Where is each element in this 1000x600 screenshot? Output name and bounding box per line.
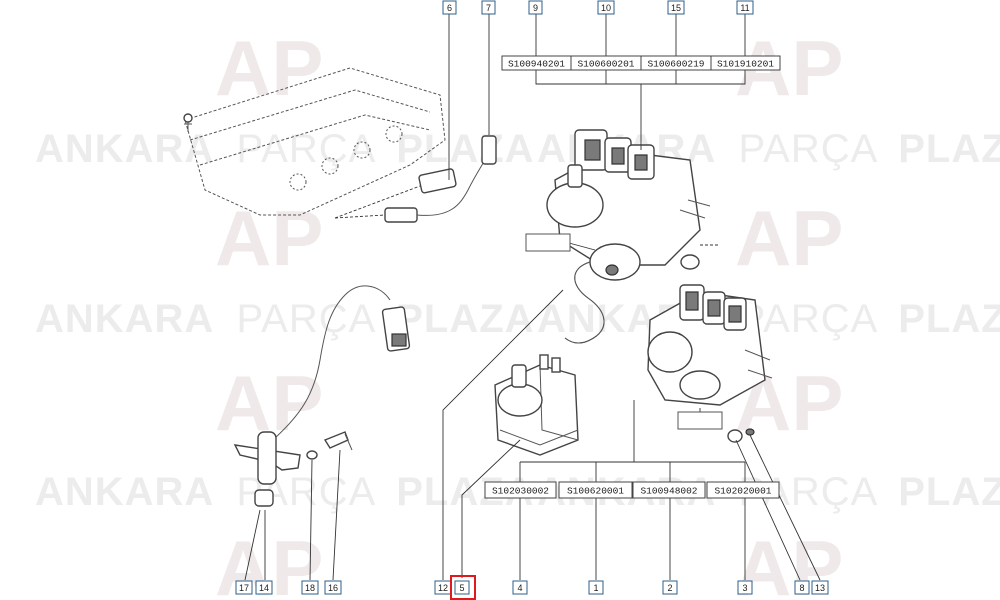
part-code-top-3[interactable]: S100600219 [640, 55, 712, 71]
callout-number: 10 [601, 3, 611, 13]
callout-number: 6 [447, 3, 452, 13]
callout-number: 18 [305, 583, 315, 593]
callout-4[interactable]: 4 [512, 580, 528, 595]
ignition-module-right-drawing [647, 284, 821, 581]
callout-number: 8 [799, 583, 804, 593]
watermark-word: PARÇA [738, 297, 877, 341]
top-part-codes: S100940201 S100600201 S100600219 S101910… [501, 55, 781, 71]
callout-10[interactable]: 10 [597, 0, 615, 15]
callout-2[interactable]: 2 [662, 580, 678, 595]
bottom-part-codes: S102030002 S100620001 S100948002 S102020… [484, 481, 780, 499]
part-code-text: S100600201 [577, 59, 634, 70]
part-code-text: S100620001 [567, 486, 624, 497]
watermark-word: ANKARA [35, 297, 214, 341]
top-callouts: 6 7 9 10 15 11 [442, 0, 754, 15]
svg-text:ANKARA PARÇA PLAZA: ANKARA PARÇA PLAZA [35, 297, 535, 341]
watermark-word: PLAZA [396, 297, 534, 341]
callout-number: 14 [259, 583, 269, 593]
leader-lines [442, 14, 746, 580]
callout-15[interactable]: 15 [667, 0, 685, 15]
watermark-word: PLAZA [898, 470, 1000, 514]
svg-text:ANKARA PARÇA PLAZA: ANKARA PARÇA PLAZA [537, 127, 1000, 171]
callout-number: 7 [486, 3, 491, 13]
part-code-top-2[interactable]: S100600201 [570, 55, 642, 71]
highlight-box [450, 575, 476, 600]
callout-number: 9 [533, 3, 538, 13]
ignition-module-top-drawing [546, 129, 718, 344]
svg-text:ANKARA PARÇA PLAZA: ANKARA PARÇA PLAZA [537, 297, 1000, 341]
part-code-top-4[interactable]: S101910201 [710, 55, 781, 71]
engine-block-drawing [183, 67, 497, 223]
callout-number: 11 [740, 3, 749, 13]
callout-7[interactable]: 7 [481, 0, 496, 15]
callout-9[interactable]: 9 [528, 0, 543, 15]
callout-number: 17 [239, 583, 249, 593]
part-code-text: S100600219 [647, 59, 704, 70]
watermark-logo-text: AP [215, 194, 323, 282]
watermark-word: PLAZA [396, 127, 534, 171]
blank-label [525, 233, 571, 252]
part-code-bottom-2[interactable]: S100620001 [558, 481, 633, 499]
part-code-text: S100948002 [640, 486, 697, 497]
callout-17[interactable]: 17 [235, 580, 253, 595]
watermark-word: PLAZA [898, 127, 1000, 171]
part-code-text: S102020001 [714, 486, 771, 497]
part-code-bottom-4[interactable]: S102020001 [706, 481, 780, 499]
watermark-word: PARÇA [236, 127, 375, 171]
part-code-text: S101910201 [717, 59, 774, 70]
watermark-word: ANKARA [35, 470, 214, 514]
part-code-text: S100940201 [508, 59, 565, 70]
callout-8[interactable]: 8 [794, 580, 810, 595]
svg-text:ANKARA PARÇA PLAZA: ANKARA PARÇA PLAZA [35, 470, 535, 514]
callout-18[interactable]: 18 [301, 580, 319, 595]
watermark-layer: AP AP AP AP AP AP AP AP ANKARA PARÇA PLA… [35, 24, 1000, 600]
callout-number: 13 [815, 583, 825, 593]
callout-3[interactable]: 3 [737, 580, 753, 595]
callout-number: 4 [517, 583, 522, 593]
callout-14[interactable]: 14 [255, 580, 273, 595]
callout-1[interactable]: 1 [588, 580, 604, 595]
callout-number: 12 [438, 583, 448, 593]
watermark-logo-text: AP [735, 194, 843, 282]
bottom-callouts: 17 14 18 16 12 5 4 1 [235, 575, 829, 600]
callout-number: 3 [742, 583, 747, 593]
callout-6[interactable]: 6 [442, 0, 457, 15]
part-code-bottom-3[interactable]: S100948002 [632, 481, 706, 499]
watermark-logo-text: AP [215, 24, 323, 112]
svg-text:ANKARA PARÇA PLAZA: ANKARA PARÇA PLAZA [35, 127, 535, 171]
callout-number: 15 [671, 3, 681, 13]
callout-number: 2 [667, 583, 672, 593]
crank-sensor-drawing [233, 285, 411, 581]
callout-5[interactable]: 5 [450, 575, 476, 600]
watermark-word: PARÇA [738, 127, 877, 171]
callout-number: 1 [593, 583, 598, 593]
part-code-bottom-1[interactable]: S102030002 [484, 481, 557, 499]
part-code-top-1[interactable]: S100940201 [501, 55, 572, 71]
blank-label [677, 411, 723, 430]
callout-12[interactable]: 12 [434, 580, 452, 595]
callout-16[interactable]: 16 [324, 580, 342, 595]
ignition-coil-drawing [494, 354, 579, 456]
watermark-word: PARÇA [236, 297, 375, 341]
part-code-text: S102030002 [492, 486, 549, 497]
callout-13[interactable]: 13 [811, 580, 829, 595]
callout-number: 16 [328, 583, 338, 593]
callout-number: 5 [459, 583, 464, 593]
callout-11[interactable]: 11 [736, 0, 754, 15]
watermark-word: PLAZA [898, 297, 1000, 341]
watermark-word: ANKARA [35, 127, 214, 171]
